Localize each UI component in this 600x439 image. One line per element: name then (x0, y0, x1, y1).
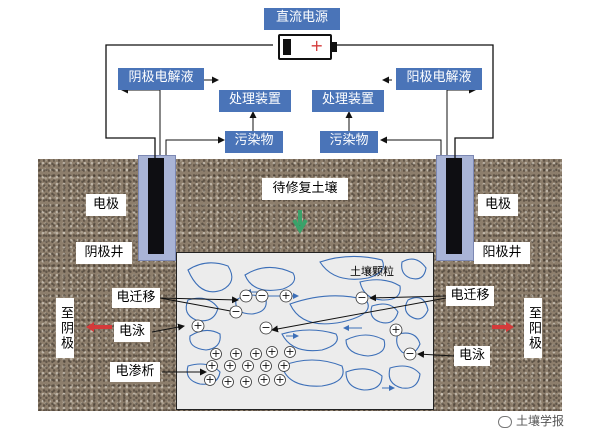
cation: + (243, 359, 253, 372)
circuit-wire (105, 44, 273, 158)
pointer-electrophoresis-left (151, 323, 185, 333)
cation: + (391, 323, 401, 336)
anode-electrolyte-box: 阳极电解液 (396, 68, 482, 90)
cation: + (259, 373, 269, 386)
pointer-electromigration-left-2 (159, 297, 237, 315)
cation: + (251, 347, 261, 360)
cation: + (231, 347, 241, 360)
cathode-electrolyte-box: 阴极电解液 (118, 68, 204, 90)
flow-right-up (446, 86, 476, 155)
cation: + (225, 359, 235, 372)
cation: + (285, 345, 295, 358)
soil-particle-label: 土壤颗粒 (350, 265, 394, 278)
anode-electrode (446, 158, 462, 254)
anion: − (405, 347, 415, 360)
battery-terminal-icon (332, 42, 337, 52)
power-title: 直流电源 (264, 8, 340, 30)
flow-left-pollutant (165, 136, 225, 155)
circuit-wire-right (333, 44, 494, 158)
to-anode-label: 至阳极 (524, 298, 542, 358)
flow-left-up (121, 86, 161, 155)
cation: + (275, 373, 285, 386)
watermark: 土壤学报 (498, 412, 564, 429)
battery-icon: + (278, 34, 337, 60)
watermark-text: 土壤学报 (516, 414, 565, 428)
cation: + (241, 375, 251, 388)
right-electrode-label: 电极 (478, 194, 518, 216)
electromigration-left-label: 电迁移 (112, 288, 160, 308)
pointer-electromigration-right-2 (271, 297, 447, 333)
red-arrowhead-right (506, 322, 514, 332)
cathode-electrode (148, 158, 164, 254)
cathode-well-label: 阴极井 (76, 242, 132, 264)
left-pollutant-box: 污染物 (225, 131, 283, 153)
electrophoresis-right-label: 电泳 (454, 346, 490, 366)
cation: + (223, 375, 233, 388)
right-treatment-box: 处理装置 (312, 90, 384, 112)
anode-well-label: 阳极井 (474, 242, 530, 264)
cation: + (279, 359, 289, 372)
left-electrode-label: 电极 (86, 194, 126, 216)
pointer-electrophoresis-right (417, 350, 455, 358)
anion: − (357, 291, 367, 304)
flow-right-pollutant (380, 136, 442, 155)
cation: + (193, 319, 203, 332)
right-pollutant-box: 污染物 (320, 131, 378, 153)
battery-cell-icon (283, 39, 291, 55)
cation: + (211, 347, 221, 360)
anion: − (261, 321, 271, 334)
anion: − (257, 289, 267, 302)
wechat-icon (498, 415, 512, 428)
pointer-electromigration-left (159, 296, 239, 304)
green-arrow (292, 210, 308, 234)
to-cathode-label: 至阴极 (56, 298, 74, 358)
anion: − (231, 305, 241, 318)
electroosmosis-label: 电渗析 (110, 362, 160, 382)
anion: − (241, 289, 251, 302)
cation: + (267, 345, 277, 358)
cation: + (281, 289, 291, 302)
cation: + (261, 359, 271, 372)
left-treatment-box: 处理装置 (219, 90, 291, 112)
soil-title: 待修复土壤 (262, 178, 348, 200)
red-arrowhead-left (86, 322, 94, 332)
pointer-electromigration-right (369, 294, 447, 302)
battery-plus: + (310, 36, 324, 55)
cation: + (205, 373, 215, 386)
cation: + (207, 359, 217, 372)
electrophoresis-left-label: 电泳 (114, 322, 150, 342)
electromigration-right-label: 电迁移 (446, 286, 494, 306)
